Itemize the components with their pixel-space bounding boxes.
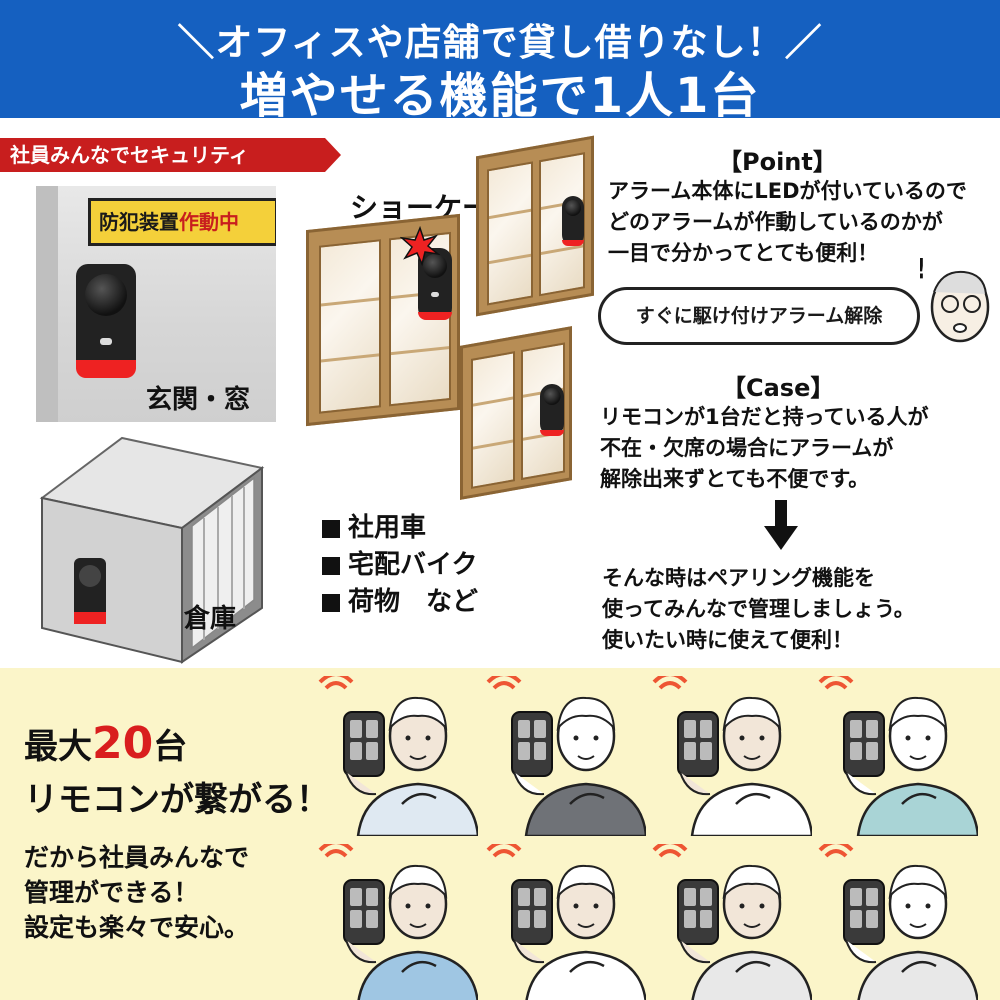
case-text: リモコンが1台だと持っている人が 不在・欠席の場合にアラームが 解除出来ずとても… — [600, 405, 929, 491]
speech-bubble: すぐに駆け付けアラーム解除 — [598, 287, 920, 345]
person-with-remote-icon — [486, 676, 646, 836]
sign-text-red: 作動中 — [179, 210, 239, 234]
header-subtitle: ＼オフィスや店舗で貸し借りなし！／ — [177, 21, 823, 64]
alarm-device-icon — [76, 264, 136, 378]
person-with-remote-icon — [318, 844, 478, 1000]
solution-text: そんな時はペアリング機能を 使ってみんなで管理しましょう。 使いたい時に使えて便… — [602, 566, 915, 652]
person-with-remote-icon — [652, 676, 812, 836]
person-with-remote-icon — [486, 844, 646, 1000]
header-title: 増やせる機能で1人1台 — [239, 68, 761, 124]
svg-text:!: ! — [920, 252, 927, 285]
use-case-list: 社用車 宅配バイク 荷物 など — [322, 510, 478, 621]
list-item: 宅配バイク — [322, 547, 478, 584]
case-title: 【Case】 — [722, 374, 835, 402]
bottom-band — [0, 668, 1000, 1000]
max-count-heading: 最大20台 — [24, 718, 188, 769]
door-frame — [36, 186, 58, 422]
entrance-label: 玄関・窓 — [146, 385, 251, 415]
security-sign: 防犯装置作動中 — [88, 198, 276, 246]
bottom-description: だから社員みんなで 管理ができる！ 設定も楽々で安心。 — [24, 843, 250, 942]
person-with-remote-icon — [652, 844, 812, 1000]
list-item: 社用車 — [322, 510, 478, 547]
entrance-photo: 防犯装置作動中 玄関・窓 — [36, 186, 276, 422]
person-with-remote-icon — [818, 844, 978, 1000]
alarm-device-icon — [540, 384, 564, 436]
section-tag: 社員みんなでセキュリティ — [0, 138, 341, 172]
header-banner: ＼オフィスや店舗で貸し借りなし！／ 増やせる機能で1人1台 — [0, 0, 1000, 124]
person-with-remote-icon — [318, 676, 478, 836]
alert-burst-icon — [400, 226, 440, 266]
sign-text: 防犯装置 — [99, 210, 179, 234]
down-arrow-icon — [764, 500, 798, 550]
connect-heading: リモコンが繋がる！ — [24, 780, 330, 820]
man-face-icon: ! — [920, 252, 990, 343]
person-with-remote-icon — [818, 676, 978, 836]
warehouse-label: 倉庫 — [184, 604, 237, 634]
point-title: 【Point】 — [718, 148, 837, 176]
list-item: 荷物 など — [322, 584, 478, 621]
alarm-device-icon — [562, 196, 584, 246]
point-text: アラーム本体にLEDが付いているので どのアラームが作動しているのかが 一目で分… — [608, 179, 967, 265]
warehouse-container-icon — [39, 436, 265, 664]
